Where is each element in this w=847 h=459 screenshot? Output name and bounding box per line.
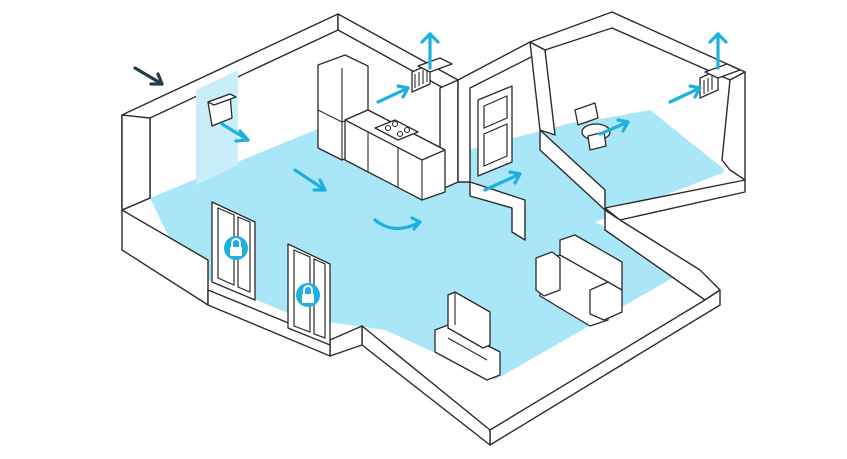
kitchen-exhaust-box <box>417 57 453 73</box>
balcony-door-right-glass-2 <box>313 258 326 339</box>
incoming-air-arrow-icon <box>133 66 164 86</box>
wardrobe-panel <box>483 95 508 129</box>
bathroom-left-wall <box>529 41 556 136</box>
airflow-arrow-icon <box>483 170 522 192</box>
sofa-arm-right <box>589 281 623 321</box>
exhaust-up-arrow-icon <box>420 32 440 70</box>
left-wall <box>121 114 151 211</box>
toilet-tank <box>574 102 599 126</box>
water-heater-top <box>207 93 237 106</box>
toilet-base <box>587 131 607 151</box>
front-wall-step <box>329 325 363 357</box>
wardrobe-panel-lower <box>483 123 508 167</box>
wall-light-beam <box>196 70 238 185</box>
airflow-arrow-icon <box>293 168 327 192</box>
lock-icon <box>224 236 248 260</box>
bedroom-partition <box>469 181 526 241</box>
bathroom-exhaust-box <box>704 63 741 79</box>
airflow-arrow-icon <box>668 84 702 104</box>
sofa-arm-left <box>535 251 561 297</box>
airflow-arrow-icon <box>220 122 250 143</box>
stove-top <box>374 119 419 141</box>
bathroom-right-wall <box>721 71 746 181</box>
airflow-arrow-icon <box>373 216 422 231</box>
airflow-arrow-icon <box>598 118 630 136</box>
exhaust-up-arrow-icon <box>708 32 728 70</box>
airflow-arrow-icon <box>376 84 410 104</box>
lock-icon <box>296 283 320 307</box>
